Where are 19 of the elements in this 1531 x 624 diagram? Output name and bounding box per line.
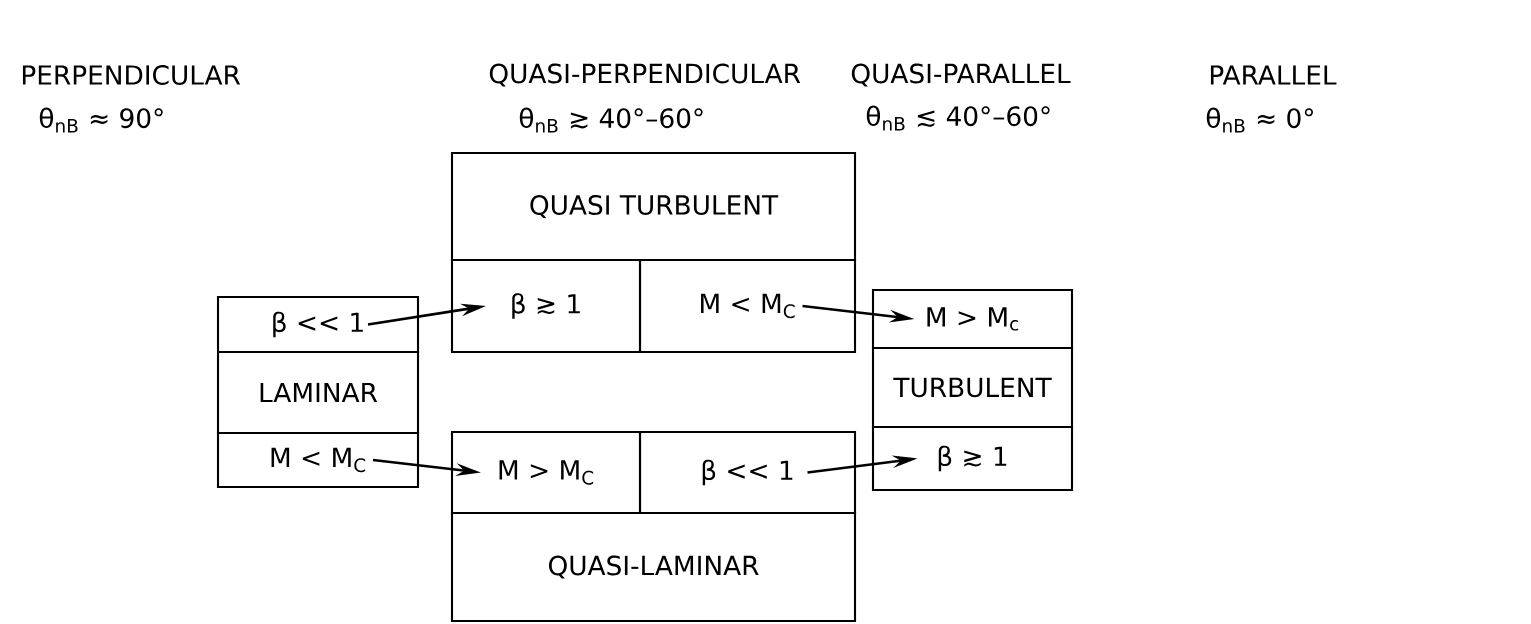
- table-cell: QUASI-LAMINAR: [450, 511, 857, 623]
- table-cell: M < M$_{C}$: [216, 431, 420, 489]
- table-cell: QUASI TURBULENT: [450, 151, 857, 262]
- table-cell: β << 1: [638, 430, 857, 515]
- table-cell: β ≳ 1: [450, 258, 642, 354]
- table-cell: TURBULENT: [871, 346, 1074, 429]
- table-cell: LAMINAR: [216, 350, 420, 435]
- angle-formula: θ$_{nB}$ ≈ 90°: [39, 107, 163, 133]
- angle-formula: θ$_{nB}$ ≲ 40°–60°: [866, 105, 1050, 131]
- angle-formula: θ$_{nB}$ ≈ 0°: [1206, 107, 1313, 133]
- table-cell: M < M$_{C}$: [638, 258, 857, 354]
- column-heading: QUASI-PARALLEL: [851, 63, 1071, 87]
- column-heading: QUASI-PERPENDICULAR: [489, 63, 801, 87]
- table-cell: β << 1: [216, 295, 420, 354]
- table-cell: M > M$_{C}$: [450, 430, 642, 515]
- column-heading: PARALLEL: [1210, 65, 1337, 85]
- column-heading: PERPENDICULAR: [22, 65, 241, 85]
- table-cell: β ≳ 1: [871, 425, 1074, 492]
- table-cell: M > M$_{c}$: [871, 288, 1074, 350]
